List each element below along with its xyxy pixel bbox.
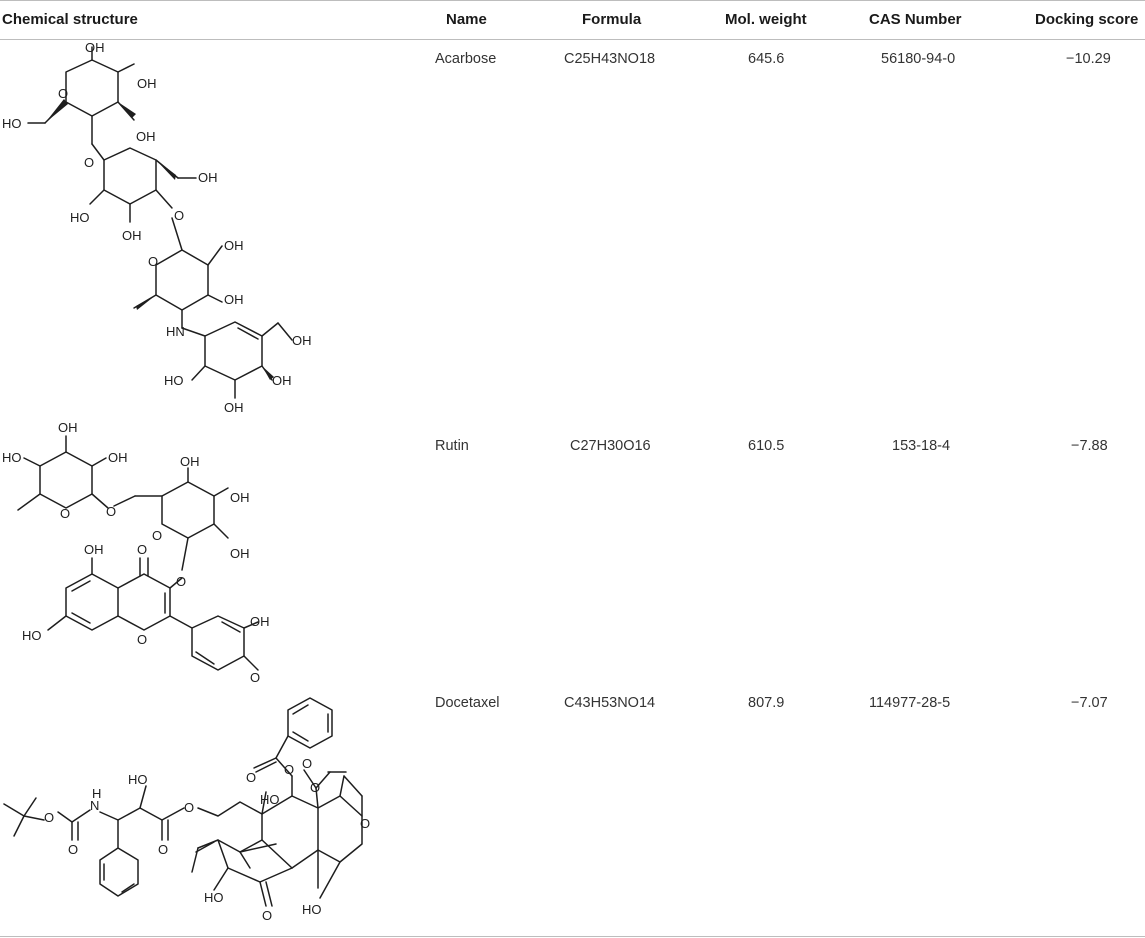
table-bottom-rule	[0, 936, 1145, 937]
svg-text:OH: OH	[224, 400, 244, 415]
svg-text:OH: OH	[224, 238, 244, 253]
svg-text:O: O	[152, 528, 162, 543]
svg-text:OH: OH	[224, 292, 244, 307]
svg-text:N: N	[90, 798, 99, 813]
svg-text:O: O	[60, 506, 70, 521]
svg-text:O: O	[137, 542, 147, 557]
compound-docking-score: −7.07	[1071, 695, 1108, 711]
svg-text:OH: OH	[136, 129, 156, 144]
svg-text:OH: OH	[292, 333, 312, 348]
svg-text:HO: HO	[302, 902, 322, 917]
compound-formula: C27H30O16	[570, 438, 651, 454]
svg-text:O: O	[176, 574, 186, 589]
compound-cas-number: 153-18-4	[892, 438, 951, 454]
svg-text:O: O	[250, 670, 260, 685]
svg-text:HO: HO	[128, 772, 148, 787]
svg-text:O: O	[246, 770, 256, 785]
svg-text:OH: OH	[250, 614, 270, 629]
svg-text:HN: HN	[166, 324, 185, 339]
svg-text:OH: OH	[108, 450, 128, 465]
svg-text:O: O	[44, 810, 54, 825]
compound-name: Acarbose	[435, 51, 497, 67]
svg-text:H: H	[92, 786, 101, 801]
header-cas-number: CAS Number	[869, 11, 962, 28]
svg-text:HO: HO	[164, 373, 184, 388]
svg-text:O: O	[302, 756, 312, 771]
header-name: Name	[446, 11, 487, 28]
svg-text:O: O	[310, 780, 320, 795]
svg-text:O: O	[58, 86, 68, 101]
svg-text:OH: OH	[272, 373, 292, 388]
svg-text:OH: OH	[198, 170, 218, 185]
docetaxel-structure-image: HO N H O O O O O HO O O O O O HO HO	[3, 697, 370, 923]
svg-text:OH: OH	[137, 76, 157, 91]
svg-text:O: O	[284, 762, 294, 777]
compound-name: Rutin	[435, 438, 469, 454]
header-mol-weight: Mol. weight	[725, 11, 807, 28]
table-top-rule	[0, 0, 1145, 1]
svg-text:OH: OH	[230, 546, 250, 561]
compound-docking-score: −7.88	[1071, 438, 1108, 454]
rutin-structure-image: OH HO OH OH O O OH O OH O OH O O OH HO O	[2, 420, 270, 685]
svg-text:HO: HO	[2, 450, 22, 465]
svg-text:O: O	[360, 816, 370, 831]
acarbose-label: OH	[85, 40, 105, 55]
acarbose-structure-image: OH OH HO OH O O OH HO O OH OH O OH OH HN…	[2, 40, 312, 415]
svg-text:OH: OH	[230, 490, 250, 505]
svg-text:O: O	[174, 208, 184, 223]
header-docking-score: Docking score	[1035, 11, 1139, 28]
svg-text:OH: OH	[58, 420, 78, 435]
svg-text:HO: HO	[2, 116, 22, 131]
header-formula: Formula	[582, 11, 642, 28]
compound-docking-score: −10.29	[1066, 51, 1111, 67]
svg-text:OH: OH	[122, 228, 142, 243]
compound-name: Docetaxel	[435, 695, 500, 711]
compound-formula: C43H53NO14	[564, 695, 656, 711]
svg-text:HO: HO	[260, 792, 280, 807]
compound-cas-number: 114977-28-5	[869, 695, 951, 711]
compound-formula: C25H43NO18	[564, 51, 656, 67]
svg-text:O: O	[148, 254, 158, 269]
svg-text:OH: OH	[84, 542, 104, 557]
table-header-rule	[0, 39, 1145, 40]
svg-text:O: O	[68, 842, 78, 857]
svg-text:O: O	[262, 908, 272, 923]
compound-cas-number: 56180-94-0	[881, 51, 956, 67]
svg-text:O: O	[137, 632, 147, 647]
svg-text:O: O	[184, 800, 194, 815]
compound-mol-weight: 807.9	[748, 695, 785, 711]
header-chemical-structure: Chemical structure	[2, 11, 138, 28]
compound-mol-weight: 645.6	[748, 51, 785, 67]
svg-text:HO: HO	[70, 210, 90, 225]
svg-text:O: O	[106, 504, 116, 519]
svg-text:O: O	[158, 842, 168, 857]
svg-text:HO: HO	[204, 890, 224, 905]
svg-text:O: O	[84, 155, 94, 170]
svg-text:OH: OH	[180, 454, 200, 469]
svg-text:HO: HO	[22, 628, 42, 643]
compound-mol-weight: 610.5	[748, 438, 785, 454]
